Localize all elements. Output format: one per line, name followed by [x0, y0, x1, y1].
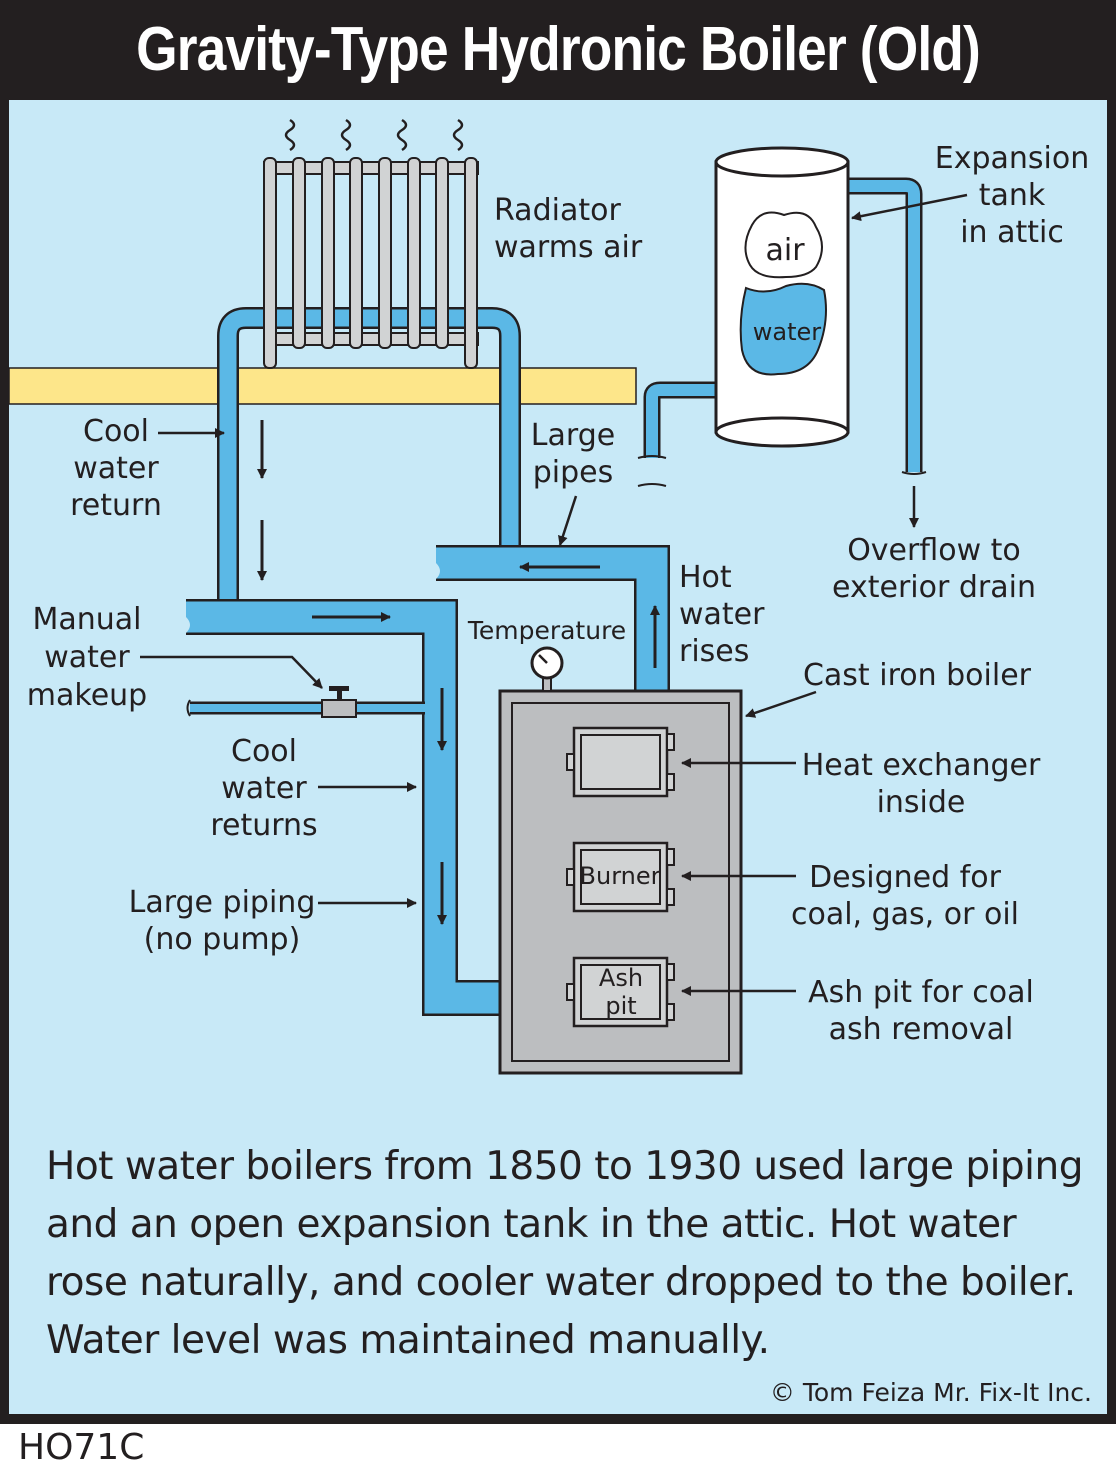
pipe-gap [636, 458, 666, 484]
overflow-end [901, 471, 927, 475]
label-large-piping: Large piping(no pump) [129, 885, 316, 957]
leader-manual-makeup [140, 655, 323, 689]
expansion-tank [714, 146, 850, 448]
heat-exchanger-door [566, 726, 675, 798]
expansion-pipe [643, 381, 718, 460]
left-border [0, 100, 9, 1424]
heat-waves [284, 118, 464, 152]
makeup-pipe-end [186, 699, 191, 717]
temperature-gauge [530, 646, 564, 692]
floor-band [8, 367, 637, 405]
pipe-break-left [175, 601, 190, 633]
bottom-border [0, 1414, 1116, 1424]
hot-supply-pipe [436, 545, 670, 690]
leader-cast-iron-boiler [745, 690, 817, 718]
label-tank-air: air [765, 233, 805, 268]
ash-pit-door [566, 956, 675, 1028]
flow-arrows [257, 420, 660, 925]
figure-code: HO71C [18, 1427, 145, 1468]
leader-lines [140, 193, 968, 996]
label-burner: Burner [580, 862, 661, 890]
radiator-loop-pipe [217, 307, 521, 600]
makeup-valve [321, 686, 357, 718]
page-title: Gravity-Type Hydronic Boiler (Old) [136, 15, 981, 84]
label-cast-iron-boiler: Cast iron boiler [803, 658, 1032, 693]
right-border [1107, 100, 1116, 1424]
overflow-pipe [848, 177, 923, 472]
label-temperature: Temperature [467, 616, 626, 645]
pipe-break-mid [425, 547, 440, 579]
radiator [263, 157, 479, 369]
leader-large-pipes [558, 495, 578, 546]
title-bar [0, 0, 1116, 100]
copyright: © Tom Feiza Mr. Fix-It Inc. [769, 1378, 1092, 1407]
burner-door [566, 841, 675, 913]
label-tank-water: water [753, 318, 822, 346]
pipe-gap-marks [637, 455, 667, 487]
leader-expansion-tank [851, 193, 968, 222]
caption: Hot water boilers from 1850 to 1930 used… [46, 1144, 1084, 1363]
